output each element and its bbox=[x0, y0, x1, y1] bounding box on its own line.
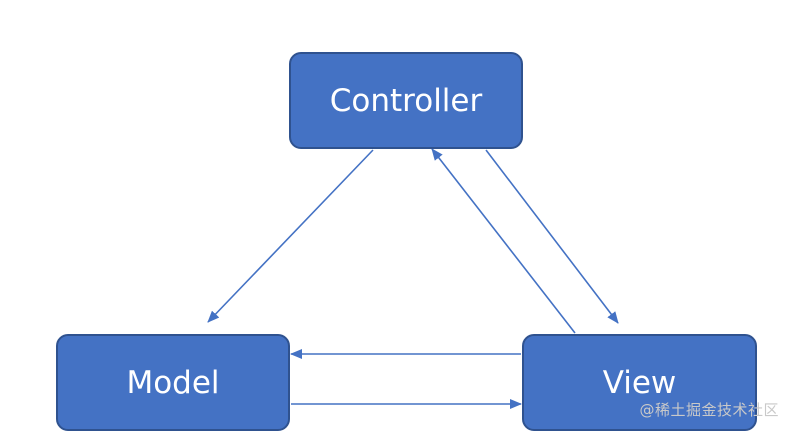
edge-view-to-controller bbox=[431, 148, 576, 334]
model-node[interactable]: Model bbox=[56, 334, 290, 431]
view-label: View bbox=[602, 364, 677, 401]
controller-node[interactable]: Controller bbox=[289, 52, 523, 149]
edge-controller-to-model bbox=[207, 149, 374, 323]
controller-label: Controller bbox=[329, 82, 483, 119]
watermark: @稀土掘金技术社区 bbox=[639, 401, 779, 419]
view-node[interactable]: View bbox=[522, 334, 757, 431]
model-label: Model bbox=[126, 364, 220, 401]
edge-controller-to-view bbox=[485, 149, 619, 324]
